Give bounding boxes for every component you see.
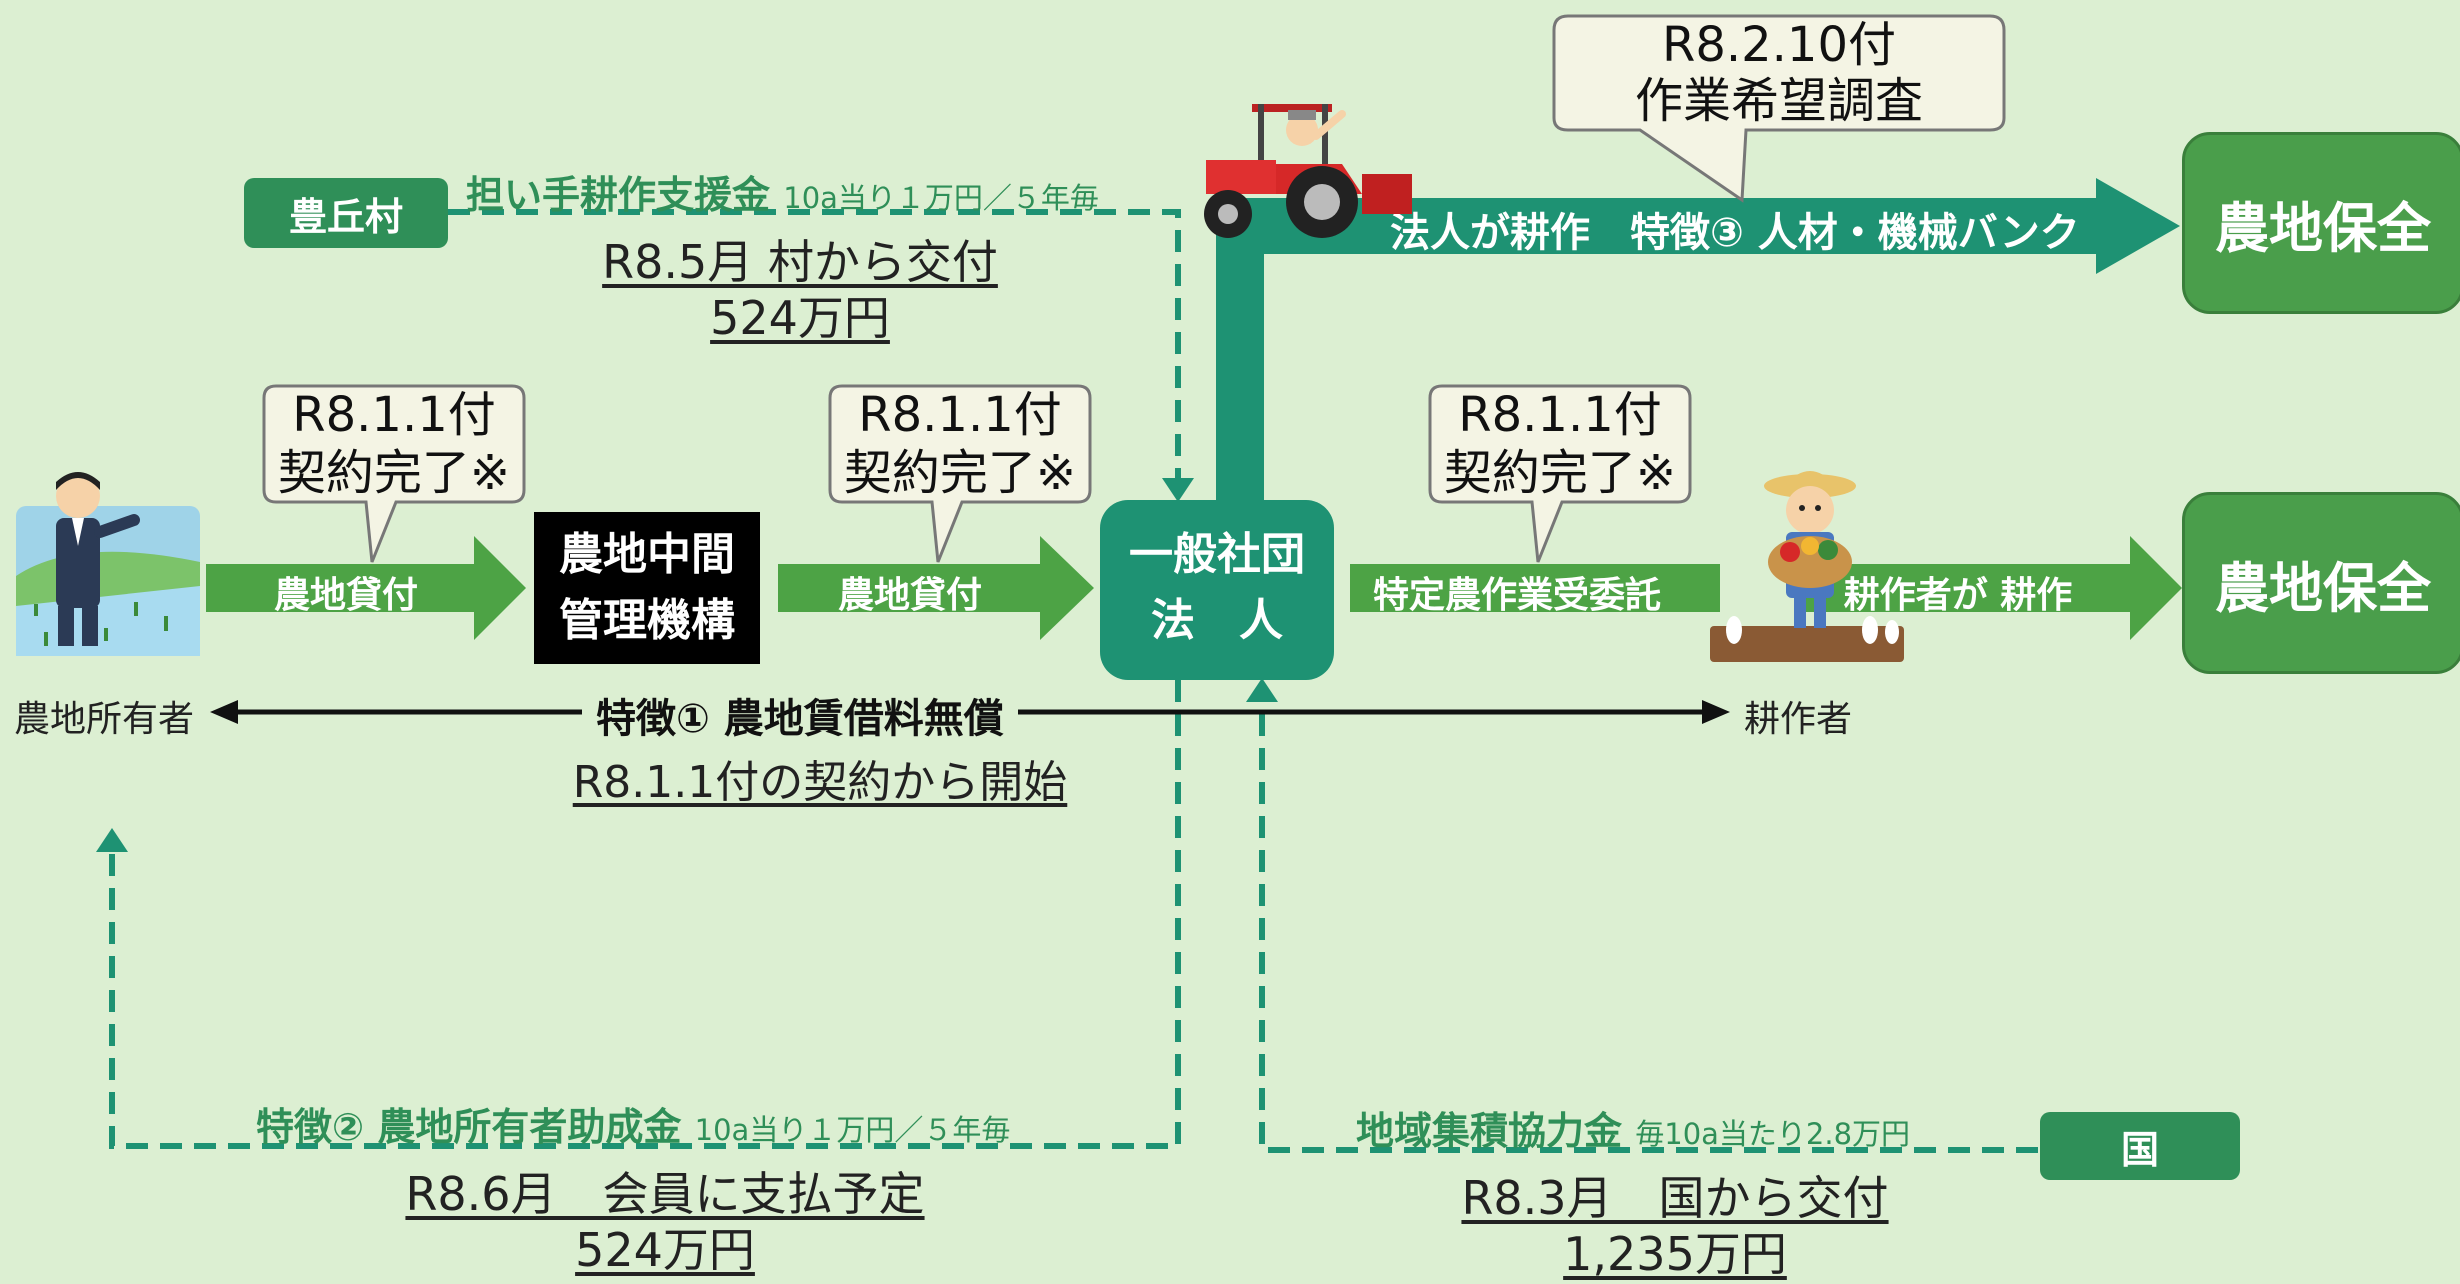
regional-fund-name: 地域集積協力金: [1356, 1109, 1623, 1153]
corporation-box: 一般社団 法 人: [1100, 500, 1334, 680]
intermediary-line1: 農地中間: [559, 529, 735, 580]
regional-fund-dashed-line: [1259, 698, 2038, 1153]
owner-fund-date: R8.6月 会員に支払予定: [405, 1167, 925, 1221]
contract-callout-3: R8.1.1付 契約完了※: [1428, 384, 1692, 563]
owner-fund-amount: 524万円: [575, 1223, 755, 1277]
support-fund-arrowhead: [1162, 478, 1194, 502]
feature1-subtitle: R8.1.1付の契約から開始: [572, 757, 1068, 808]
farmer-cultivate-arrow: [1800, 536, 2182, 640]
intermediary-box: 農地中間 管理機構: [534, 512, 760, 664]
landowner-illustration: [16, 472, 200, 656]
corporation-cultivate-arrow: [1216, 178, 2180, 274]
contract-callout-3-line2: 契約完了※: [1443, 445, 1677, 501]
corporation-line1: 一般社団: [1129, 529, 1305, 580]
farmer-label: 耕作者: [1744, 699, 1853, 740]
lease1-label: 農地貸付: [273, 575, 418, 616]
consign-label: 特定農作業受委託: [1372, 575, 1661, 616]
support-fund-amount: 524万円: [710, 291, 890, 345]
tractor-illustration: [1204, 104, 1412, 238]
intermediary-line2: 管理機構: [559, 595, 735, 646]
contract-callout-3-line1: R8.1.1付: [1458, 387, 1662, 443]
conservation-box-top: 農地保全: [2182, 132, 2460, 314]
farmer-cultivate-label: 耕作者が 耕作: [1843, 575, 2073, 616]
support-fund-date: R8.5月 村から交付: [602, 235, 998, 289]
support-fund-name: 担い手耕作支援金: [466, 173, 771, 217]
owner-fund-rate: 10a当り１万円／５年毎: [694, 1113, 1011, 1147]
owner-fund-arrowhead: [96, 828, 128, 852]
village-box: 豊丘村: [244, 178, 448, 248]
conservation-box-bottom: 農地保全: [2182, 492, 2460, 674]
feature1-title: 特徴① 農地賃借料無償: [582, 686, 1018, 744]
consign-arrow: [1350, 564, 1720, 612]
support-fund-dashed-line: [448, 209, 1181, 480]
lease2-label: 農地貸付: [837, 575, 982, 616]
country-box: 国: [2040, 1112, 2240, 1180]
lease1-arrow: [206, 536, 526, 640]
regional-fund-title: 地域集積協力金 毎10a当たり2.8万円: [1356, 1100, 1910, 1155]
support-fund-rate: 10a当り１万円／５年毎: [783, 181, 1099, 215]
owner-fund-name: 特徴② 農地所有者助成金: [256, 1105, 682, 1149]
contract-callout-2-line1: R8.1.1付: [858, 387, 1062, 443]
corporation-line2: 法 人: [1151, 595, 1283, 646]
regional-fund-rate: 毎10a当たり2.8万円: [1635, 1117, 1911, 1151]
survey-callout-line1: R8.2.10付: [1661, 17, 1897, 73]
regional-fund-arrowhead: [1246, 678, 1278, 702]
regional-fund-date: R8.3月 国から交付: [1461, 1171, 1889, 1225]
owner-label: 農地所有者: [14, 699, 195, 740]
survey-callout: R8.2.10付 作業希望調査: [1552, 14, 2006, 203]
contract-callout-2-line2: 契約完了※: [843, 445, 1077, 501]
farmer-illustration: [1710, 471, 1904, 662]
contract-callout-1: R8.1.1付 契約完了※: [262, 384, 526, 563]
owner-fund-dashed-line: [109, 680, 1181, 1149]
lease2-arrow: [778, 536, 1094, 640]
support-fund-title: 担い手耕作支援金 10a当り１万円／５年毎: [466, 164, 1099, 219]
corporation-trunk: [1216, 230, 1264, 502]
regional-fund-amount: 1,235万円: [1563, 1227, 1787, 1281]
contract-callout-1-line2: 契約完了※: [277, 445, 511, 501]
owner-fund-title: 特徴② 農地所有者助成金 10a当り１万円／５年毎: [256, 1096, 1010, 1151]
contract-callout-2: R8.1.1付 契約完了※: [828, 384, 1092, 563]
survey-callout-line2: 作業希望調査: [1634, 73, 1923, 129]
feature1-left-arrowhead: [210, 700, 238, 724]
contract-callout-1-line1: R8.1.1付: [292, 387, 496, 443]
corp-cultivate-label: 法人が耕作 特徴③ 人材・機械バンク: [1390, 210, 2080, 256]
feature1-right-arrowhead: [1702, 700, 1730, 724]
